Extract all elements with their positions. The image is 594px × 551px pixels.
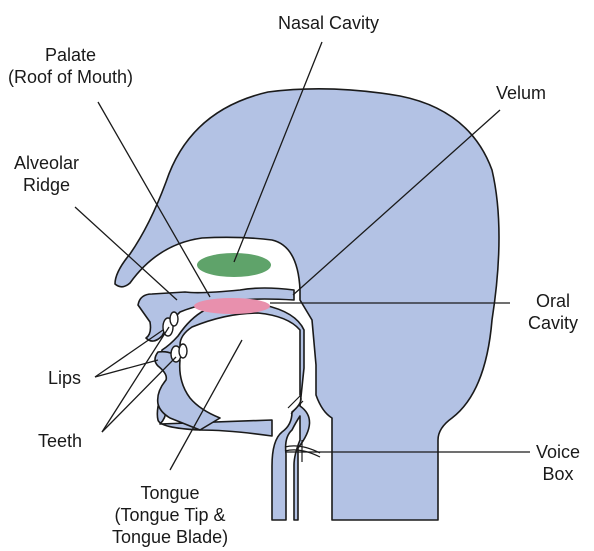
vocal-folds xyxy=(285,440,320,462)
lips-label: Lips xyxy=(48,367,81,389)
palate-label: Palate (Roof of Mouth) xyxy=(8,44,133,88)
nasal-cavity-highlight xyxy=(197,253,271,277)
oral-cavity-label: Oral Cavity xyxy=(528,290,578,334)
alveolar-ridge-label: Alveolar Ridge xyxy=(14,152,79,196)
oral-cavity-highlight xyxy=(194,298,270,314)
lips-leader-lower xyxy=(95,360,158,377)
lower-back-tooth xyxy=(179,344,187,358)
voice-box-label: Voice Box xyxy=(536,441,580,485)
tongue-label: Tongue (Tongue Tip & Tongue Blade) xyxy=(112,482,228,548)
nasal-cavity-label: Nasal Cavity xyxy=(278,12,379,34)
teeth-label: Teeth xyxy=(38,430,82,452)
velum-label: Velum xyxy=(496,82,546,104)
upper-back-tooth xyxy=(170,312,178,326)
